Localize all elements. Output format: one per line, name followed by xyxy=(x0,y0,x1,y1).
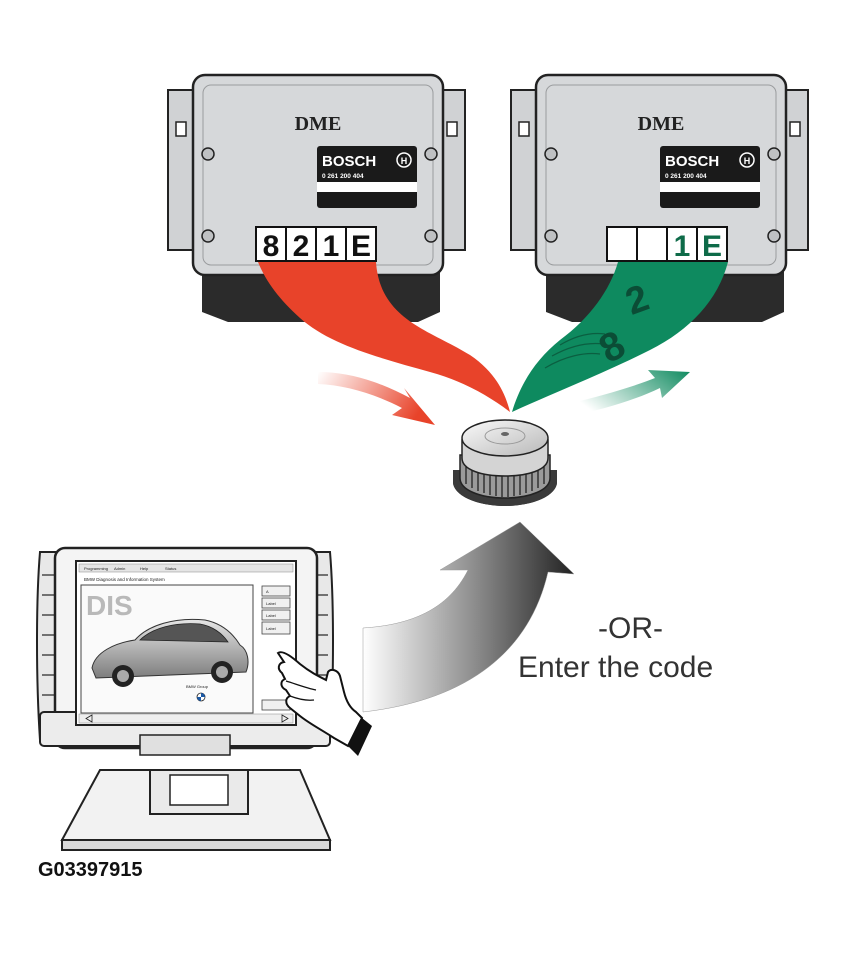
car-image xyxy=(91,618,249,687)
ecu-right-label: DME xyxy=(638,113,685,135)
red-arrow-icon xyxy=(318,372,435,425)
figure-id: G03397915 xyxy=(38,859,143,881)
screen-side-button-2[interactable] xyxy=(261,597,291,609)
encoder-knob xyxy=(453,419,557,506)
screen-side-button-3-label: Label xyxy=(266,613,276,618)
ecu-right-code-char-3: 1 xyxy=(674,230,691,263)
bosch-logo-icon xyxy=(739,152,755,168)
dis-logo: DIS xyxy=(86,590,133,621)
bosch-logo-icon xyxy=(396,152,412,168)
ecu-left-code: 8 2 1 E xyxy=(255,226,377,263)
screen-side-button-4-label: Label xyxy=(266,626,276,631)
ecu-left-label: DME xyxy=(295,113,342,135)
screen-tab-2[interactable]: Admin xyxy=(114,566,125,571)
ecu-right-brand: BOSCH xyxy=(665,153,719,170)
input-arrow-icon xyxy=(362,521,575,713)
screen-header: BMW Diagnosis and Information System xyxy=(84,577,165,582)
screen-side-button-1-label: A xyxy=(266,589,269,594)
ecu-left-brand: BOSCH xyxy=(322,153,376,170)
green-arrow-icon xyxy=(568,370,690,416)
ecu-right-part-number: 0 261 200 404 xyxy=(665,173,707,180)
svg-text:H: H xyxy=(744,156,751,166)
ecu-right-code: 1 E xyxy=(606,226,728,263)
green-code-stream xyxy=(512,262,728,412)
screen-tab-3[interactable]: Help xyxy=(140,566,149,571)
screen-tab-1[interactable]: Programming xyxy=(84,566,108,571)
pointing-hand-icon xyxy=(276,651,372,756)
enter-code-label: Enter the code xyxy=(518,651,714,684)
screen-tab-4[interactable]: Status xyxy=(165,566,176,571)
screen-back-arrow-icon[interactable] xyxy=(85,714,93,723)
ecu-left-code-char-4: E xyxy=(351,230,371,263)
ecu-right-code-char-4: E xyxy=(702,230,722,263)
dis-tester: Programming Admin Help Status BMW Diagno… xyxy=(36,546,334,851)
ecu-left-code-char-1: 8 xyxy=(263,230,280,263)
ecu-left-code-char-3: 1 xyxy=(323,230,340,263)
screen-forward-arrow-icon[interactable] xyxy=(281,714,289,723)
svg-text:H: H xyxy=(401,156,408,166)
screen-side-button-3[interactable] xyxy=(261,609,291,621)
screen-side-button-1[interactable] xyxy=(261,585,291,597)
screen-footer: BMW Group xyxy=(186,684,209,689)
screen-side-button-2-label: Label xyxy=(266,601,276,606)
ecu-right: DME BOSCH H 0 261 200 404 1 E xyxy=(510,73,809,322)
ecu-left-code-char-2: 2 xyxy=(293,230,310,263)
red-code-stream xyxy=(258,262,510,412)
or-label: -OR- xyxy=(598,612,663,645)
screen-side-button-4[interactable] xyxy=(261,621,291,635)
ecu-left-part-number: 0 261 200 404 xyxy=(322,173,364,180)
